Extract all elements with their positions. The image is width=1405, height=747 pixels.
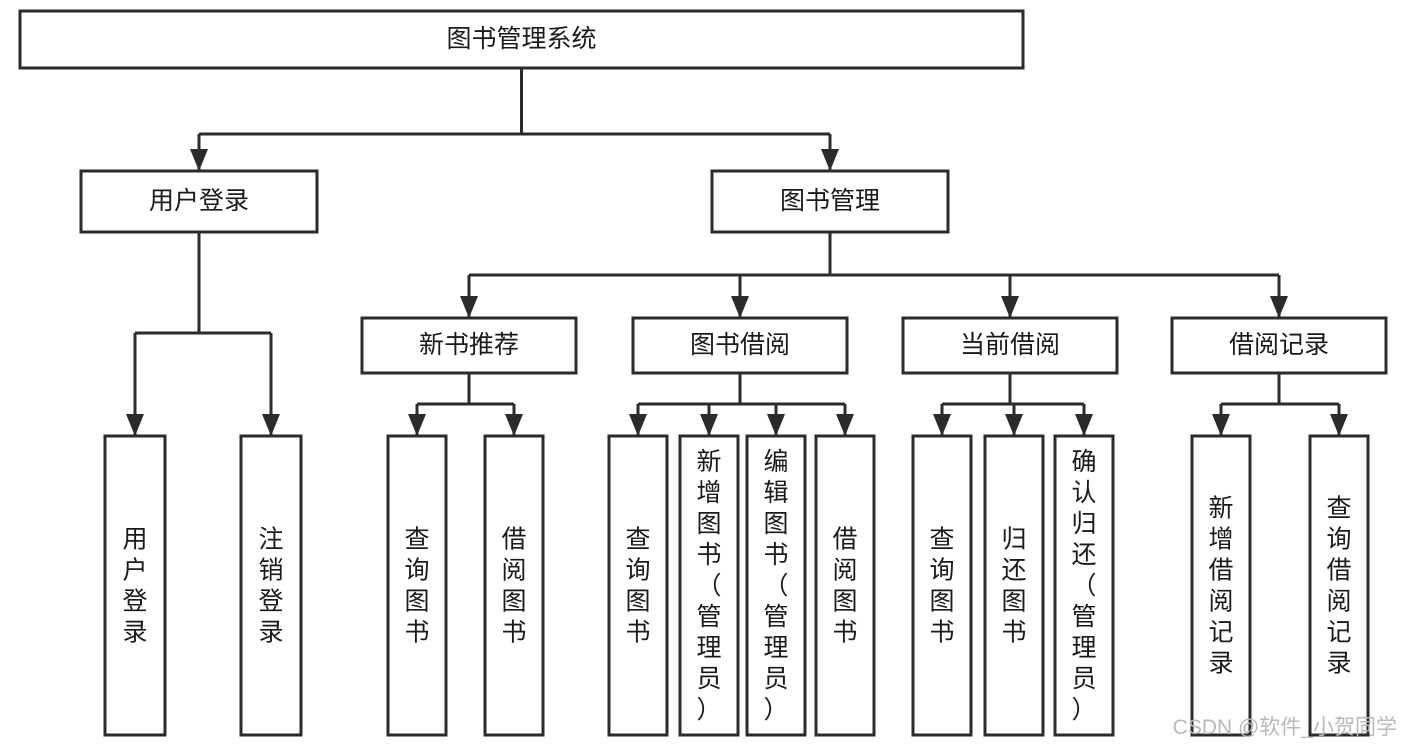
node-label-new-book-recommend: 新书推荐: [419, 331, 519, 359]
node-leaf-user-login[interactable]: 用户登录: [103, 434, 167, 737]
node-leaf-logout[interactable]: 注销登录: [239, 434, 303, 737]
arrow-icon-leaf-borrow-book-recommend: [505, 414, 523, 436]
arrow-icon-leaf-logout: [262, 414, 280, 436]
node-leaf-query-book-recommend[interactable]: 查询图书: [386, 434, 448, 737]
arrow-icon-leaf-query-book-current: [933, 414, 951, 436]
node-box-current-borrow: [901, 316, 1119, 375]
node-label-leaf-add-borrow-record: 新增借阅记录: [1208, 495, 1233, 678]
arrow-icon-new-book-recommend: [460, 296, 478, 318]
node-leaf-add-book[interactable]: 新增图书（管理员）: [678, 434, 740, 737]
node-box-leaf-user-login: [103, 434, 167, 737]
node-label-borrow-record: 借阅记录: [1229, 331, 1329, 359]
arrow-icon-leaf-query-book-borrow: [629, 414, 647, 436]
arrow-icon-leaf-query-book-recommend: [408, 414, 426, 436]
node-box-leaf-edit-book: [745, 434, 807, 737]
arrow-icon-book-borrow: [731, 296, 749, 318]
node-leaf-return-book[interactable]: 归还图书: [983, 434, 1045, 737]
node-label-leaf-user-login: 用户登录: [122, 526, 147, 647]
node-leaf-query-borrow-record[interactable]: 查询借阅记录: [1308, 434, 1370, 737]
node-box-new-book-recommend: [360, 316, 578, 375]
arrow-icon-leaf-return-book: [1005, 414, 1023, 436]
node-label-leaf-borrow-book: 借阅图书: [832, 526, 857, 647]
arrow-icon-borrow-record: [1270, 296, 1288, 318]
node-label-leaf-query-book-borrow: 查询图书: [625, 526, 650, 647]
node-label-user-login: 用户登录: [149, 187, 249, 215]
node-box-leaf-return-book: [983, 434, 1045, 737]
node-label-book-manage: 图书管理: [780, 187, 880, 215]
node-label-leaf-query-book-recommend: 查询图书: [404, 526, 429, 647]
node-box-leaf-add-book: [678, 434, 740, 737]
node-label-current-borrow: 当前借阅: [960, 331, 1060, 359]
connector-layer: [126, 68, 1348, 436]
arrow-icon-leaf-borrow-book: [836, 414, 854, 436]
node-root[interactable]: 图书管理系统: [18, 9, 1025, 70]
node-box-book-borrow: [631, 316, 849, 375]
node-box-leaf-logout: [239, 434, 303, 737]
node-box-leaf-borrow-book: [814, 434, 876, 737]
node-label-leaf-borrow-book-recommend: 借阅图书: [501, 526, 526, 647]
arrow-icon-book-manage: [821, 149, 839, 171]
node-leaf-confirm-return[interactable]: 确认归还（管理员）: [1053, 434, 1115, 737]
arrow-icon-leaf-add-borrow-record: [1212, 414, 1230, 436]
node-leaf-query-book-borrow[interactable]: 查询图书: [607, 434, 669, 737]
arrow-icon-leaf-confirm-return: [1075, 414, 1093, 436]
node-box-leaf-query-borrow-record: [1308, 434, 1370, 737]
node-box-book-manage: [710, 169, 950, 234]
node-box-borrow-record: [1170, 316, 1388, 375]
arrow-icon-leaf-user-login: [126, 414, 144, 436]
node-layer: 图书管理系统用户登录图书管理新书推荐图书借阅当前借阅借阅记录用户登录注销登录查询…: [18, 9, 1388, 737]
arrow-icon-user-login: [190, 149, 208, 171]
node-label-leaf-query-book-current: 查询图书: [929, 526, 954, 647]
node-box-leaf-query-book-borrow: [607, 434, 669, 737]
node-label-root: 图书管理系统: [446, 25, 596, 53]
arrow-icon-leaf-query-borrow-record: [1330, 414, 1348, 436]
node-borrow-record[interactable]: 借阅记录: [1170, 316, 1388, 375]
node-label-leaf-query-borrow-record: 查询借阅记录: [1326, 495, 1351, 678]
node-box-root: [18, 9, 1025, 70]
node-label-leaf-logout: 注销登录: [258, 526, 283, 647]
node-leaf-borrow-book[interactable]: 借阅图书: [814, 434, 876, 737]
node-leaf-add-borrow-record[interactable]: 新增借阅记录: [1190, 434, 1252, 737]
node-label-leaf-edit-book: 编辑图书（管理员）: [763, 448, 788, 724]
node-box-leaf-confirm-return: [1053, 434, 1115, 737]
node-leaf-edit-book[interactable]: 编辑图书（管理员）: [745, 434, 807, 737]
node-leaf-borrow-book-recommend[interactable]: 借阅图书: [483, 434, 545, 737]
node-label-leaf-return-book: 归还图书: [1001, 526, 1026, 647]
arrow-icon-current-borrow: [1001, 296, 1019, 318]
node-book-manage[interactable]: 图书管理: [710, 169, 950, 234]
node-label-leaf-add-book: 新增图书（管理员）: [696, 448, 721, 724]
node-label-leaf-confirm-return: 确认归还（管理员）: [1071, 448, 1096, 724]
arrow-icon-leaf-add-book: [700, 414, 718, 436]
arrow-icon-leaf-edit-book: [767, 414, 785, 436]
node-leaf-query-book-current[interactable]: 查询图书: [911, 434, 973, 737]
csdn-watermark: CSDN @软件_小贺同学: [1172, 716, 1397, 739]
node-box-leaf-query-book-current: [911, 434, 973, 737]
node-user-login[interactable]: 用户登录: [79, 169, 319, 234]
node-box-leaf-add-borrow-record: [1190, 434, 1252, 737]
node-box-leaf-borrow-book-recommend: [483, 434, 545, 737]
node-book-borrow[interactable]: 图书借阅: [631, 316, 849, 375]
node-box-user-login: [79, 169, 319, 234]
node-new-book-recommend[interactable]: 新书推荐: [360, 316, 578, 375]
node-label-book-borrow: 图书借阅: [690, 331, 790, 359]
node-current-borrow[interactable]: 当前借阅: [901, 316, 1119, 375]
node-box-leaf-query-book-recommend: [386, 434, 448, 737]
